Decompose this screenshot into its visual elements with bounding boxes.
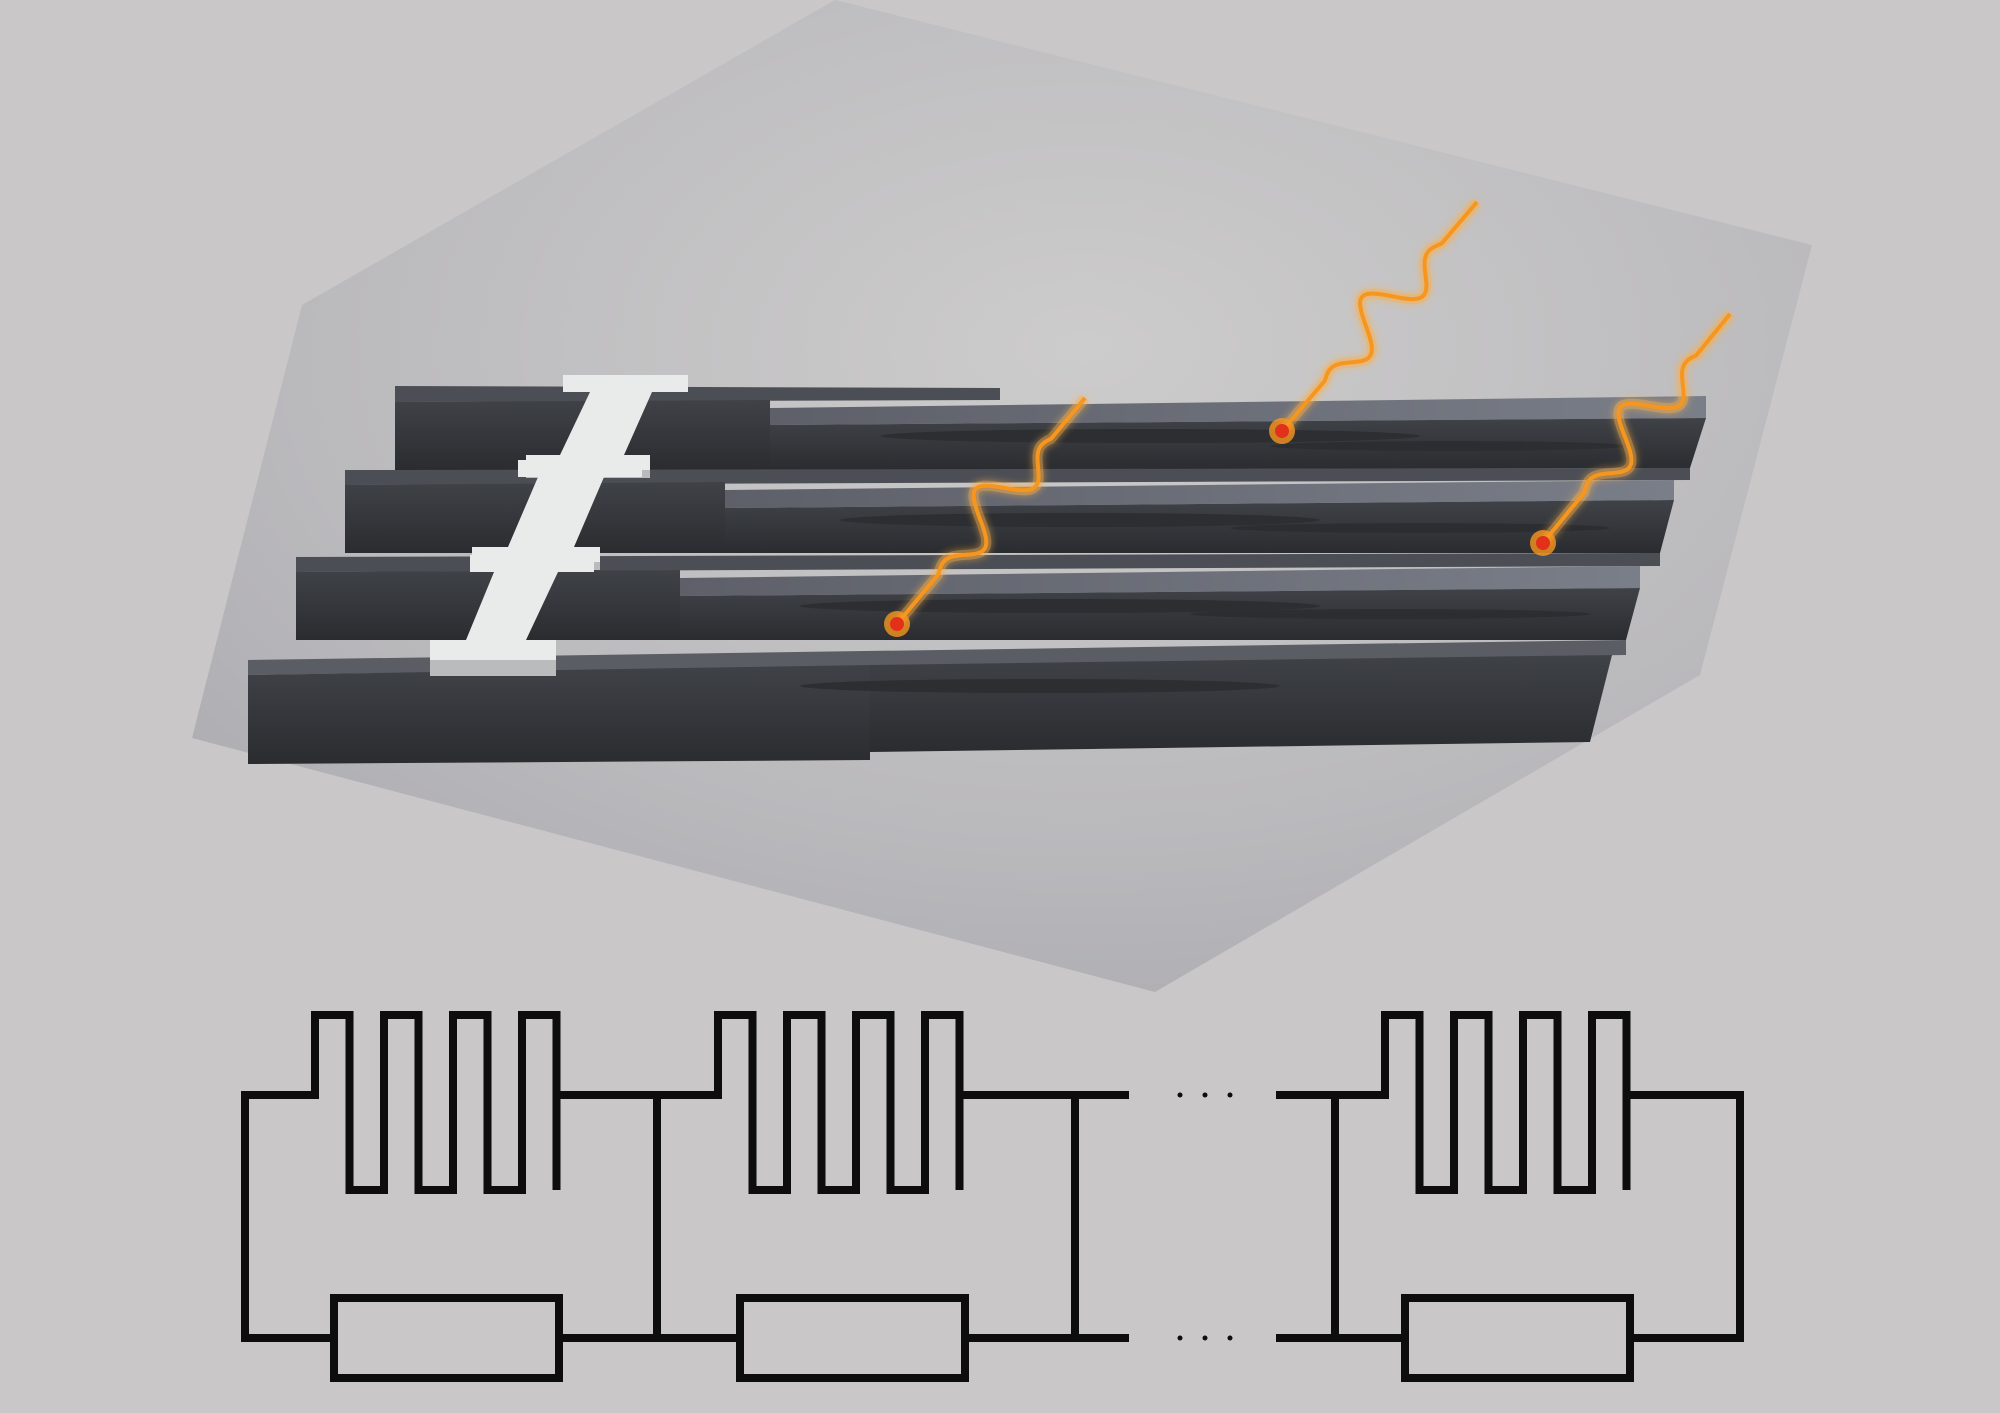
ellipsis-top [1177, 1092, 1233, 1098]
circuit-cell-2 [653, 1011, 1079, 1382]
resistor [736, 1294, 969, 1382]
photon-1 [884, 394, 1089, 637]
capacitor-meander [241, 1011, 661, 1194]
photon-absorption-dot [890, 617, 904, 631]
photon-3 [1530, 310, 1734, 556]
ellipsis-dot [1202, 1092, 1208, 1098]
photons [884, 198, 1734, 637]
photon-absorption-dot [1536, 536, 1550, 550]
capacitor-meander [1281, 1011, 1744, 1194]
ellipsis-dot [1177, 1092, 1183, 1098]
photon-absorption-dot [1275, 424, 1289, 438]
nanowire-device [248, 375, 1706, 764]
circuit-cell-1 [241, 1011, 661, 1382]
resistor [1401, 1294, 1634, 1382]
capacitor-meander [653, 1011, 1079, 1194]
equivalent-circuit [241, 1011, 1744, 1382]
ellipsis-bottom [1177, 1335, 1233, 1341]
ellipsis-dot [1227, 1335, 1233, 1341]
circuit-cell-3 [1281, 1011, 1744, 1382]
ellipsis-dot [1177, 1335, 1183, 1341]
bridge-3 [430, 555, 594, 676]
ellipsis-dot [1227, 1092, 1233, 1098]
ellipsis-dot [1202, 1335, 1208, 1341]
rail-4 [248, 640, 1626, 764]
resistor [330, 1294, 563, 1382]
photon-2 [1269, 198, 1481, 444]
